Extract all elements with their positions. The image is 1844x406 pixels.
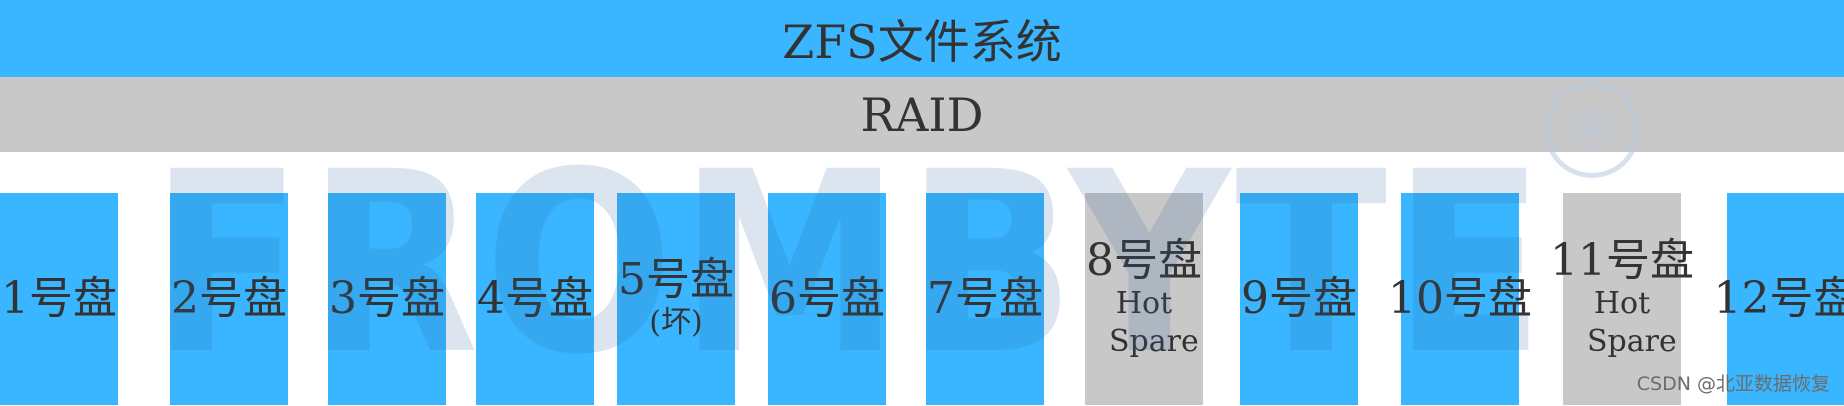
hot-spare-label: Hot Spare <box>1109 286 1199 359</box>
disk-4: 4号盘 <box>476 193 594 405</box>
raid-layer: RAID <box>0 77 1844 152</box>
disk-12: 12号盘 <box>1714 193 1844 405</box>
disk-2: 2号盘 <box>170 193 288 405</box>
disk-label: 6号盘 <box>769 273 885 324</box>
hot-spare-label: Hot Spare <box>1587 286 1677 359</box>
disk-label: 5号盘 <box>618 254 734 305</box>
failed-status-label: (坏) <box>649 305 703 340</box>
disk-10: 10号盘 <box>1388 193 1532 405</box>
disk-6: 6号盘 <box>768 193 886 405</box>
zfs-label: ZFS文件系统 <box>782 14 1062 69</box>
disk-3: 3号盘 <box>328 193 446 405</box>
disk-label: 2号盘 <box>171 273 287 324</box>
disk-9: 9号盘 <box>1240 193 1358 405</box>
disk-label: 8号盘 <box>1086 235 1202 286</box>
zfs-filesystem-layer: ZFS文件系统 <box>0 0 1844 77</box>
raid-label: RAID <box>860 87 984 142</box>
disk-label: 7号盘 <box>927 273 1043 324</box>
registered-trademark-icon: ® <box>1544 82 1640 178</box>
disk-5: 5号盘(坏) <box>617 193 735 405</box>
source-credit: CSDN @北亚数据恢复 <box>1636 373 1830 395</box>
disk-label: 11号盘 <box>1550 235 1694 286</box>
disk-label: 9号盘 <box>1241 273 1357 324</box>
disk-label: 10号盘 <box>1388 273 1532 324</box>
disk-label: 12号盘 <box>1713 273 1844 324</box>
disk-label: 3号盘 <box>329 273 445 324</box>
disk-label: 4号盘 <box>477 273 593 324</box>
disk-1: 1号盘 <box>0 193 118 405</box>
disk-7: 7号盘 <box>926 193 1044 405</box>
disk-label: 1号盘 <box>1 273 117 324</box>
